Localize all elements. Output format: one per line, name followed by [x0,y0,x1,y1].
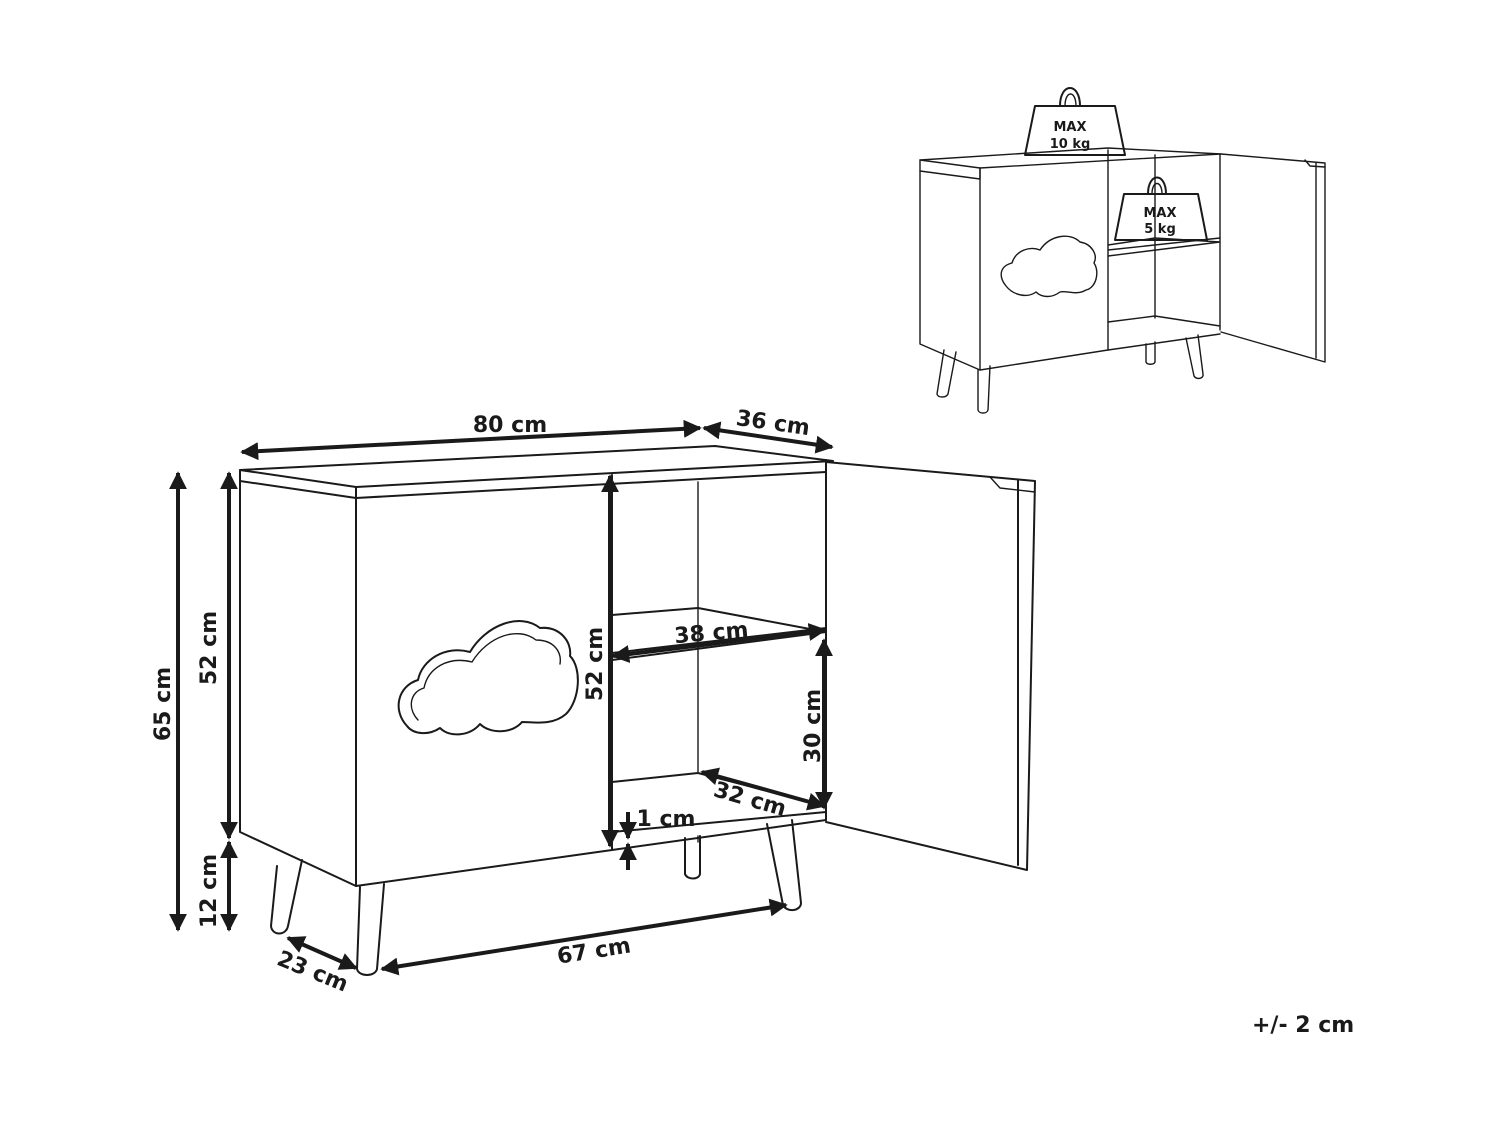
total-height-label: 65 cm [151,667,176,741]
shelf-weight-value-label: 5 kg [1144,222,1176,237]
shelf-thickness-label: 1 cm [637,807,696,832]
top-weight-value-label: 10 kg [1050,137,1091,152]
dimension-arrows [169,419,834,976]
load-limit-illustration: MAX 10 kg MAX 5 kg [919,87,1326,414]
leg-width-arrow [380,898,788,976]
depth-arrow [702,421,834,454]
tolerance-note: +/- 2 cm [1252,1013,1355,1038]
width-label: 80 cm [473,413,547,438]
leg-depth-arrow [286,936,358,970]
main-cabinet-drawing [239,445,1036,976]
leg-spread-depth-label: 23 cm [273,946,351,997]
shelf-weight-max-label: MAX [1143,206,1176,221]
inner-height-label: 52 cm [583,627,608,701]
shelf-spacing-label: 30 cm [801,689,826,763]
top-weight-max-label: MAX [1053,120,1086,135]
leg-height-label: 12 cm [197,854,222,928]
width-arrow [240,419,702,461]
weight-icon-shelf [1114,193,1208,241]
inner-depth-arrow [700,767,826,811]
body-height-label: 52 cm [197,611,222,685]
weight-icon-top [1024,105,1126,156]
shelf-width-arrow [611,623,827,663]
dimension-labels: 80 cm 36 cm 65 cm 52 cm 12 cm 52 cm 38 c… [151,406,826,997]
